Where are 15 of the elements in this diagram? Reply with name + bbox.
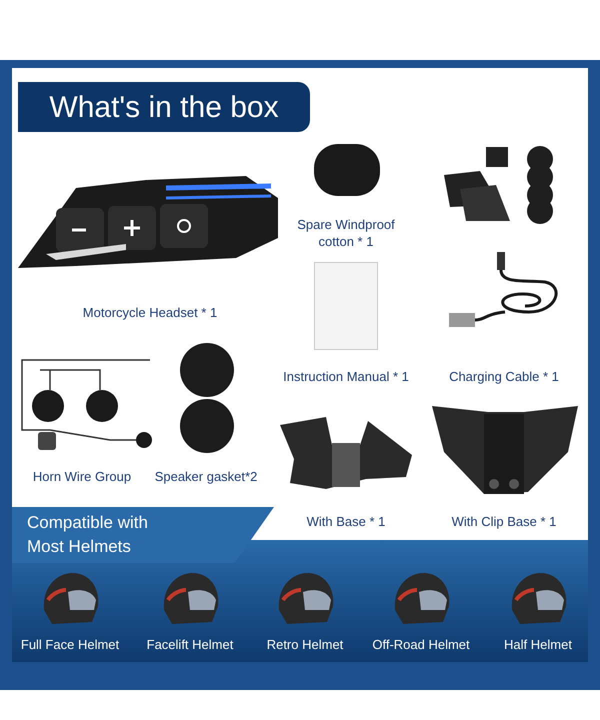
- item-caption: With Base * 1: [306, 513, 386, 530]
- helmet-caption: Facelift Helmet: [146, 636, 234, 653]
- helmet-caption: Off-Road Helmet: [371, 636, 471, 653]
- item-caption: Instruction Manual * 1: [282, 368, 410, 385]
- helmet-caption: Retro Helmet: [266, 636, 344, 653]
- helmet-caption: Half Helmet: [503, 636, 573, 653]
- item-caption: With Clip Base * 1: [450, 513, 558, 530]
- item-caption: Spare Windproof cotton * 1: [296, 216, 396, 250]
- item-caption: Horn Wire Group: [32, 468, 132, 485]
- helmet-caption: Full Face Helmet: [20, 636, 120, 653]
- item-caption: Charging Cable * 1: [448, 368, 560, 385]
- item-caption: Speaker gasket*2: [154, 468, 258, 485]
- item-caption: Motorcycle Headset * 1: [82, 304, 218, 321]
- compatibility-heading: Compatible with Most Helmets: [12, 507, 274, 563]
- title-banner: What's in the box: [18, 82, 310, 132]
